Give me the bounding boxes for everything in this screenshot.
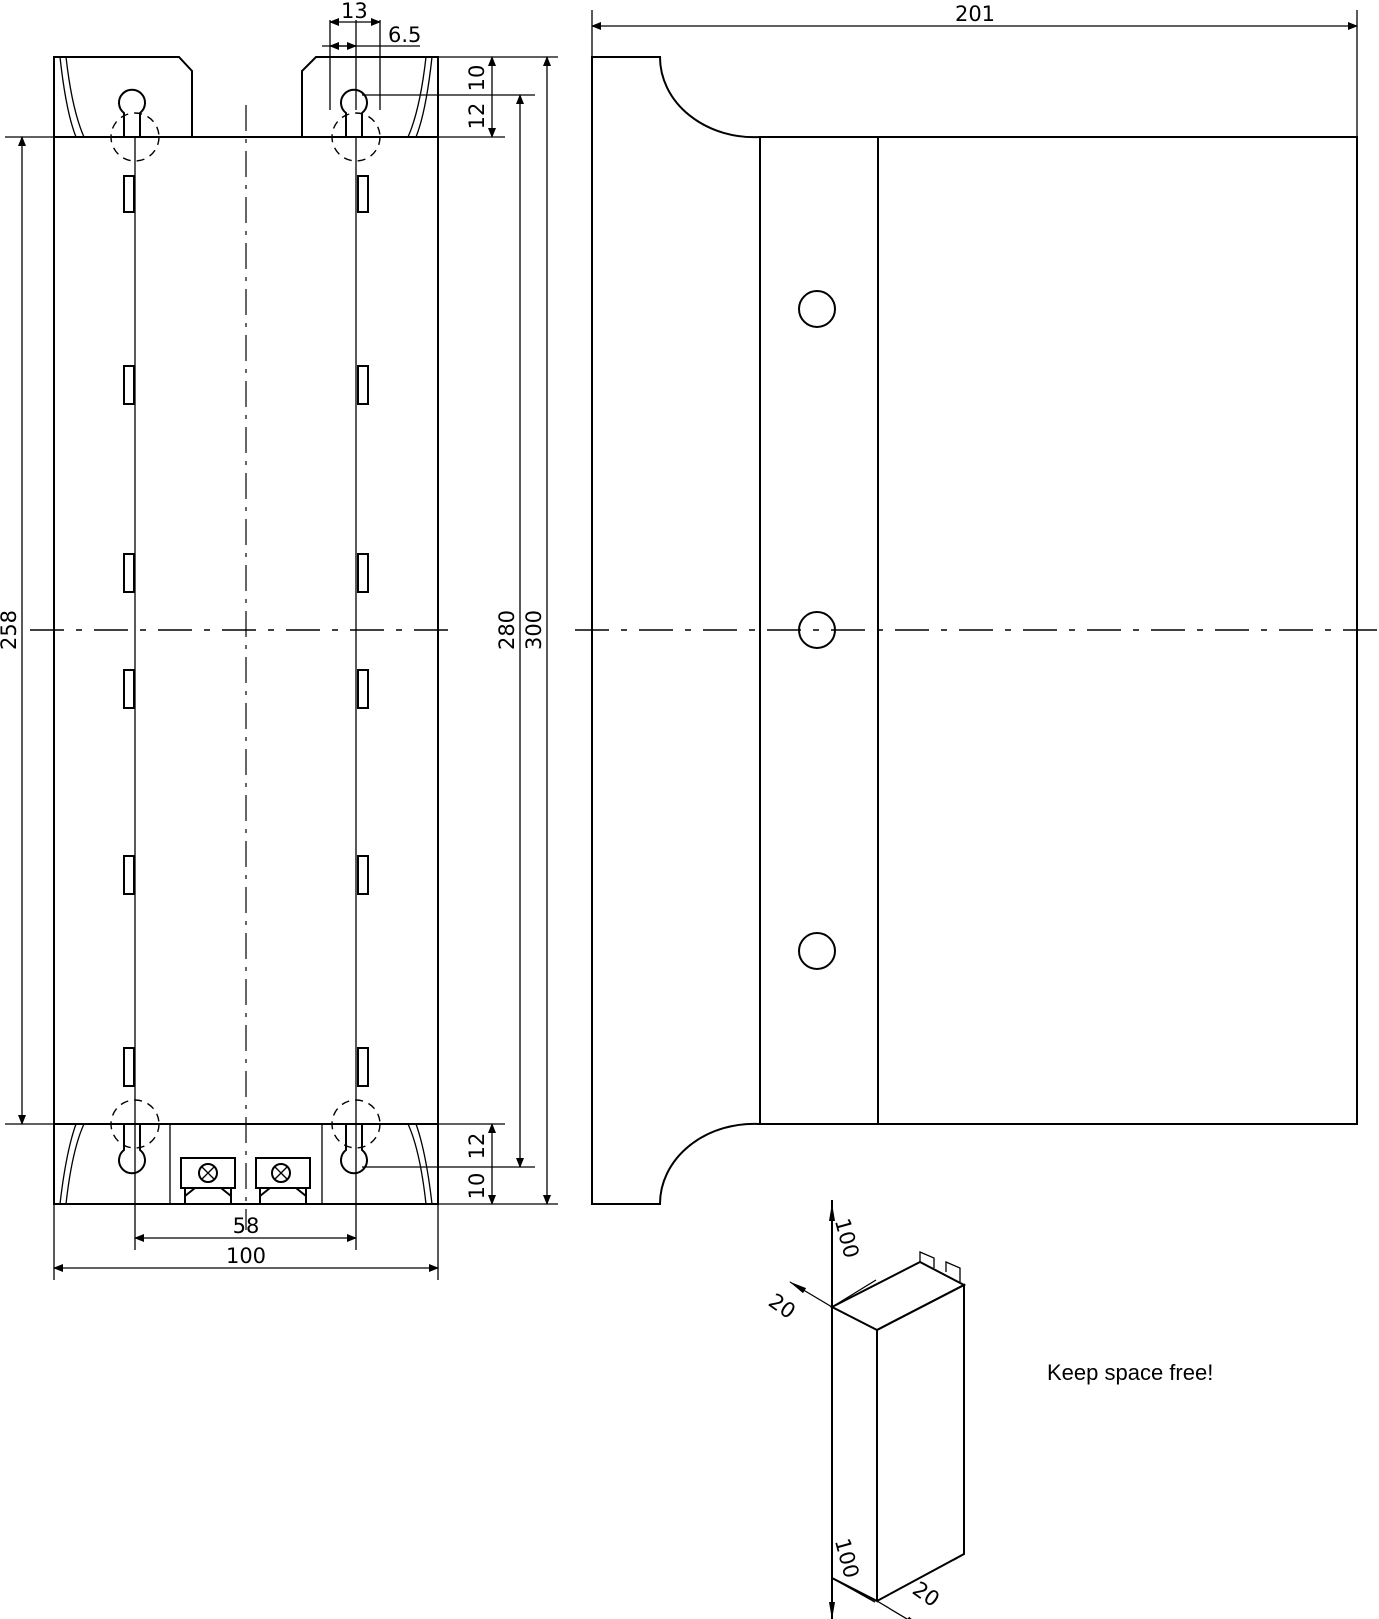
keyhole-bottom-right (340, 1124, 368, 1175)
clearance-bottom-100: 100 (830, 1536, 864, 1581)
dim-201: 201 (955, 2, 995, 26)
top-right-bracket (301, 56, 439, 137)
front-view (30, 20, 460, 1250)
dim-100: 100 (226, 1244, 266, 1268)
keyhole-bottom-left (118, 1124, 146, 1175)
dim-6-5: 6.5 (388, 23, 421, 47)
terminal-block-left (180, 1157, 236, 1204)
front-dimensions: 13 6.5 10 12 12 10 258 280 300 58 (0, 0, 558, 1280)
dim-bottom-12: 12 (465, 1133, 489, 1160)
mounting-hole-bottom (798, 932, 836, 970)
dim-300: 300 (522, 610, 546, 650)
dim-58: 58 (233, 1214, 260, 1238)
dim-258: 258 (0, 610, 21, 650)
bottom-bracket (53, 1124, 439, 1205)
clearance-top-100: 100 (830, 1216, 864, 1261)
clearance-side-top-20: 20 (764, 1289, 800, 1324)
dim-280: 280 (495, 610, 519, 650)
keyhole-top-left (118, 88, 146, 137)
keyhole-top-right (340, 88, 368, 137)
dim-top-12: 12 (465, 103, 489, 130)
dim-bottom-10: 10 (465, 1173, 489, 1200)
mounting-hole-top (798, 290, 836, 328)
dim-top-10: 10 (465, 65, 489, 92)
dim-13: 13 (341, 0, 368, 23)
side-view: 201 (575, 2, 1379, 1205)
terminal-block-right (255, 1157, 311, 1204)
clearance-diagram: 100 20 20 100 Keep space free! (764, 1200, 1213, 1619)
keep-space-free-note: Keep space free! (1047, 1360, 1213, 1385)
top-left-bracket (53, 56, 193, 137)
